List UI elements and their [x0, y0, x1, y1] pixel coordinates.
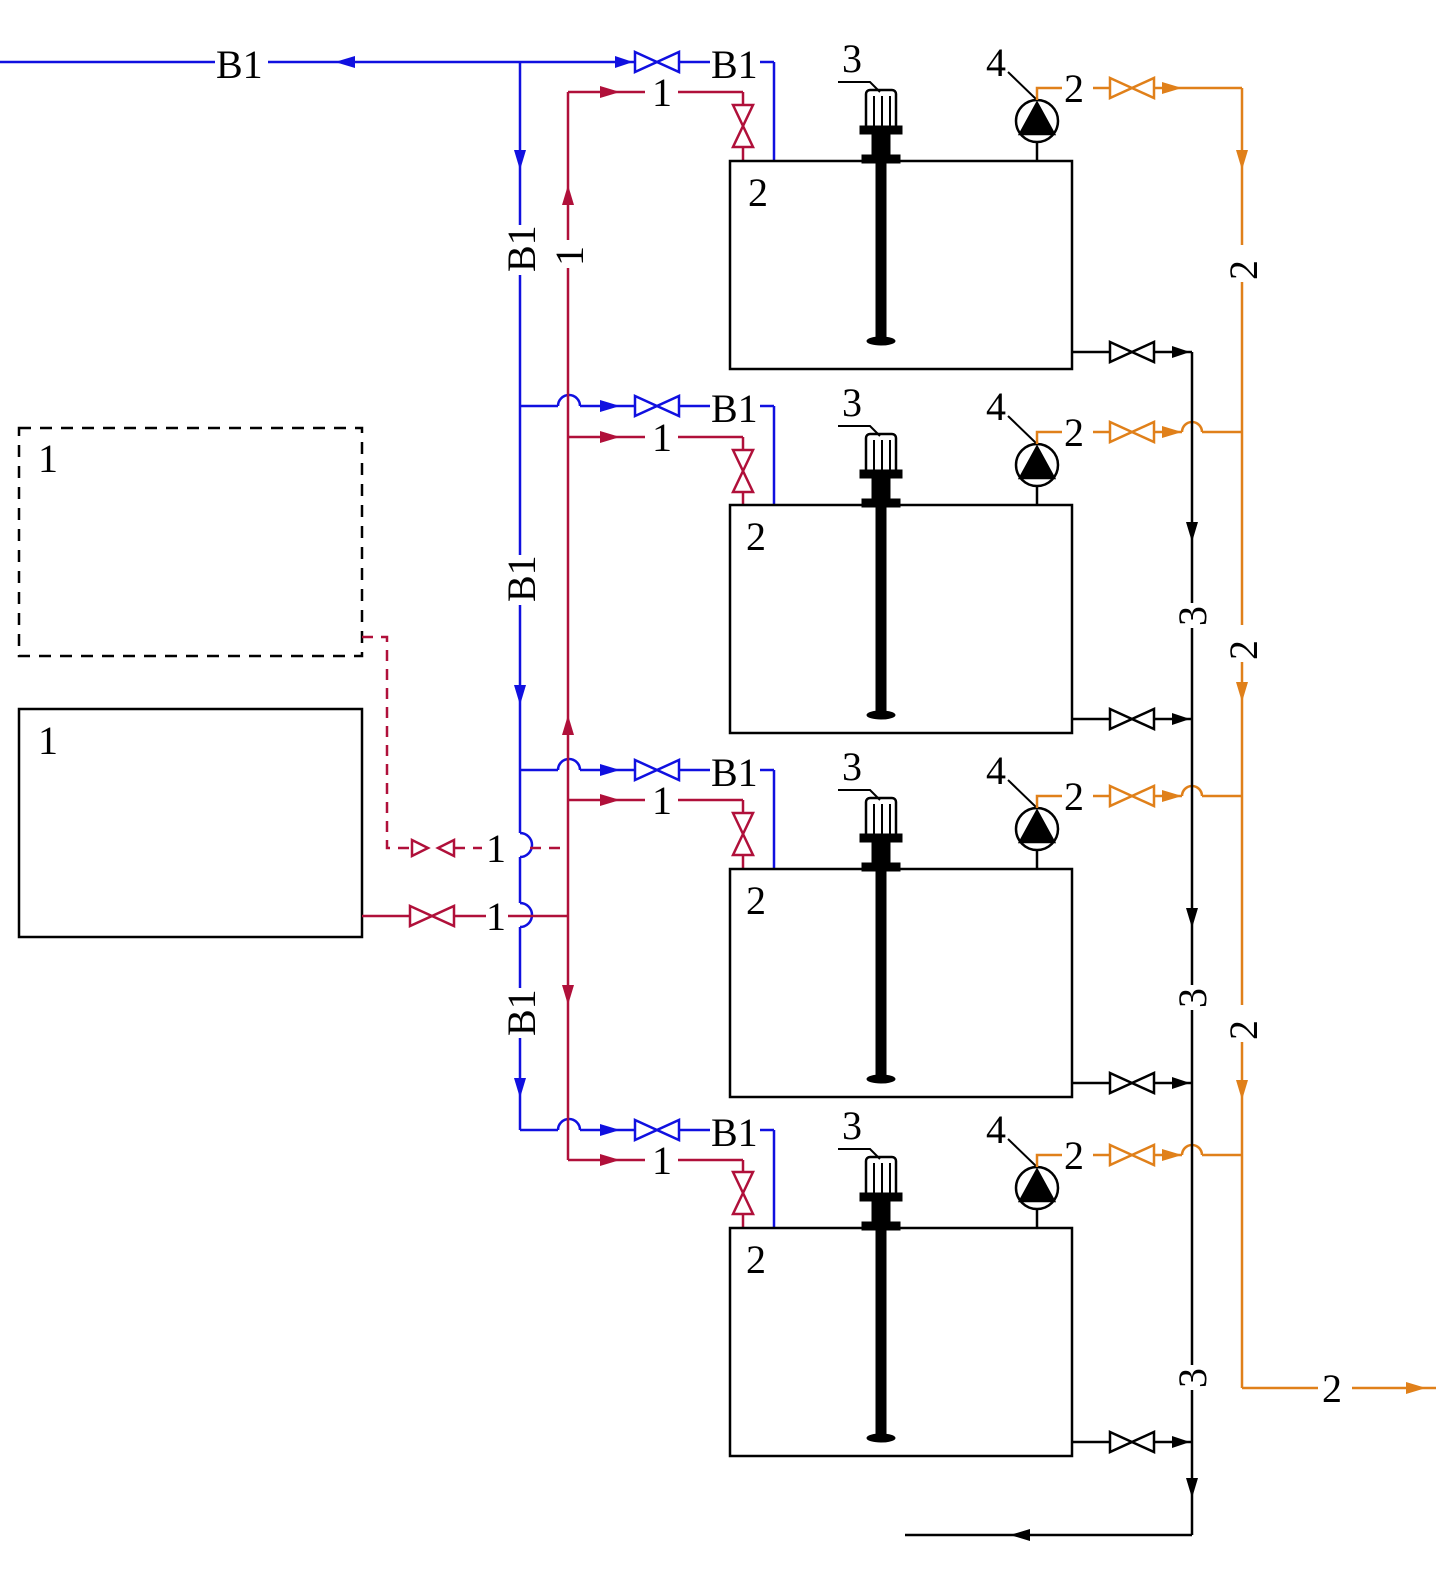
line-2-label-out: 2: [1322, 1366, 1342, 1411]
tank-label-4: 2: [746, 1237, 766, 1282]
pump-icon-2: [1007, 415, 1060, 505]
line-2-label-vertical-2: 2: [1221, 640, 1266, 660]
tank-label-2: 2: [746, 514, 766, 559]
line-2-label-vertical-3: 2: [1221, 1020, 1266, 1040]
b1-label-vertical-1: B1: [499, 225, 544, 272]
b1-label-vertical-3: B1: [499, 989, 544, 1036]
line-2-label-b: 2: [1064, 410, 1084, 455]
valve-icon: [1108, 707, 1156, 731]
pump-label-2: 4: [986, 384, 1006, 429]
valve-icon: [731, 811, 755, 857]
line-3-valves: [1108, 340, 1156, 1454]
valve-icon: [1108, 1430, 1156, 1454]
b1-label-tank1: B1: [711, 42, 758, 87]
line-2-label-a: 2: [1064, 66, 1084, 111]
line-1-label-e: 1: [486, 894, 506, 939]
line-1-label-b: 1: [652, 415, 672, 460]
line-1-label-vertical: 1: [547, 246, 592, 266]
pump-icon-3: [1007, 779, 1060, 869]
valve-icon: [731, 103, 755, 149]
line-3-label-3: 3: [1170, 1368, 1215, 1388]
supply-tank-label: 1: [38, 718, 58, 763]
valve-icon: [435, 837, 456, 859]
line-2-pipeline: [1035, 86, 1436, 1390]
reaction-tanks: [728, 159, 1074, 1458]
line-2-label-d: 2: [1064, 1133, 1084, 1178]
line-1-label-f: 1: [486, 826, 506, 871]
valve-icon: [731, 1170, 755, 1216]
line-1-valves: [408, 103, 755, 1216]
pump-icon-1: [1007, 71, 1060, 161]
valve-icon: [410, 837, 431, 859]
agitator-icon-2: [838, 425, 903, 720]
valve-icon: [633, 50, 681, 74]
mixer-label-4: 3: [842, 1103, 862, 1148]
b1-label-tank4: B1: [711, 1110, 758, 1155]
pump-label-3: 4: [986, 748, 1006, 793]
agitator-icon-1: [838, 81, 903, 346]
valve-icon: [1108, 76, 1156, 100]
mixer-label-1: 3: [842, 36, 862, 81]
line-3-flow-arrows: [1010, 346, 1198, 1541]
valve-icon: [1108, 340, 1156, 364]
line-1-label-c: 1: [652, 778, 672, 823]
supply-tank: [17, 707, 364, 939]
b1-label-vertical-2: B1: [499, 555, 544, 602]
tank-label-3: 2: [746, 878, 766, 923]
b1-pipeline: [0, 60, 776, 1228]
b1-valves: [633, 50, 681, 1142]
valve-icon: [633, 758, 681, 782]
agitator-icon-4: [838, 1148, 903, 1443]
agitator-icon-3: [838, 789, 903, 1084]
line-3-label-2: 3: [1170, 988, 1215, 1008]
valve-icon: [1108, 1071, 1156, 1095]
mixer-label-2: 3: [842, 380, 862, 425]
pump-label-1: 4: [986, 40, 1006, 85]
line-2-label-c: 2: [1064, 774, 1084, 819]
b1-label-main: B1: [216, 42, 263, 87]
line-1-flow-arrows: [562, 86, 620, 1166]
line-2-label-vertical-1: 2: [1221, 260, 1266, 280]
valve-icon: [633, 394, 681, 418]
valve-icon: [408, 904, 456, 928]
valve-icon: [1108, 1143, 1156, 1167]
valve-icon: [633, 1118, 681, 1142]
line-1-pipeline: [362, 90, 745, 1228]
supply-tank-standby-label: 1: [38, 436, 58, 481]
line-2-flow-arrows: [1162, 82, 1426, 1394]
mixer-label-3: 3: [842, 744, 862, 789]
pump-icon-4: [1007, 1138, 1060, 1228]
pump-label-4: 4: [986, 1107, 1006, 1152]
tank-label-1: 2: [748, 170, 768, 215]
b1-label-tank3: B1: [711, 750, 758, 795]
b1-flow-arrows: [335, 56, 633, 1136]
line-1-standby-dashed: [362, 635, 568, 850]
valve-icon: [1108, 784, 1156, 808]
b1-label-tank2: B1: [711, 386, 758, 431]
valve-icon: [1108, 420, 1156, 444]
line-1-label-d: 1: [652, 1138, 672, 1183]
line-3-label-1: 3: [1170, 606, 1215, 626]
line-1-label-a: 1: [652, 70, 672, 115]
valve-icon: [731, 448, 755, 494]
supply-tank-standby: [17, 426, 364, 658]
line-2-valves: [1108, 76, 1156, 1167]
line-3-pipeline: [905, 350, 1194, 1537]
